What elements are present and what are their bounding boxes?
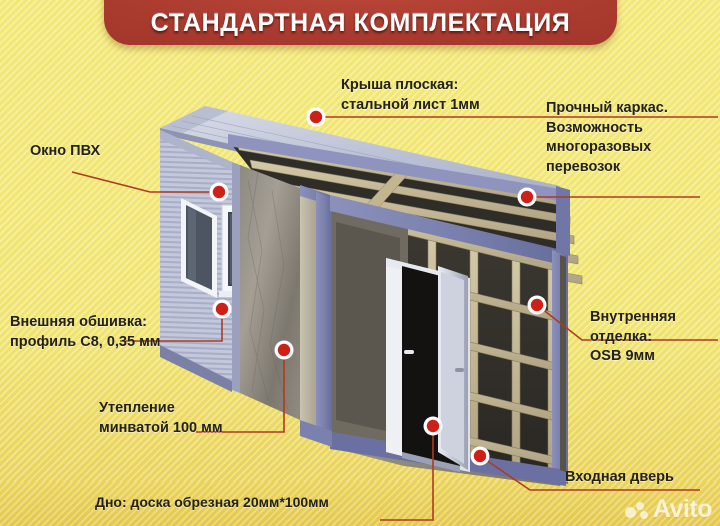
wall-layers-cut [232, 162, 330, 432]
callout-markers [209, 107, 547, 466]
right-end-framing [560, 255, 566, 472]
callout-connectors [71, 116, 718, 521]
callout-label-outer-cladding: Внешняя обшивка: профиль С8, 0,35 мм [10, 314, 161, 350]
callout-label-inner-finish: Внутренняя отделка: OSB 9мм [590, 309, 676, 364]
pvc-window [181, 198, 217, 298]
avito-dots-icon [624, 500, 650, 520]
page-title: СТАНДАРТНАЯ КОМПЛЕКТАЦИЯ [150, 9, 571, 37]
callout-label-roof: Крыша плоская: стальной лист 1мм [341, 77, 480, 113]
avito-watermark: Avito [624, 495, 713, 523]
callout-label-frame: Прочный каркас. Возможность многоразовых… [546, 100, 668, 175]
callout-label-window: Окно ПВХ [30, 143, 101, 159]
callout-label-entrance-door: Входная дверь [565, 469, 674, 485]
entrance-door [386, 258, 470, 472]
avito-brand-text: Avito [652, 495, 713, 523]
callout-label-floor: Дно: доска обрезная 20мм*100мм [95, 494, 329, 510]
callout-label-insulation: Утепление минватой 100 мм [99, 400, 223, 436]
title-banner: СТАНДАРТНАЯ КОМПЛЕКТАЦИЯ [104, 0, 617, 45]
